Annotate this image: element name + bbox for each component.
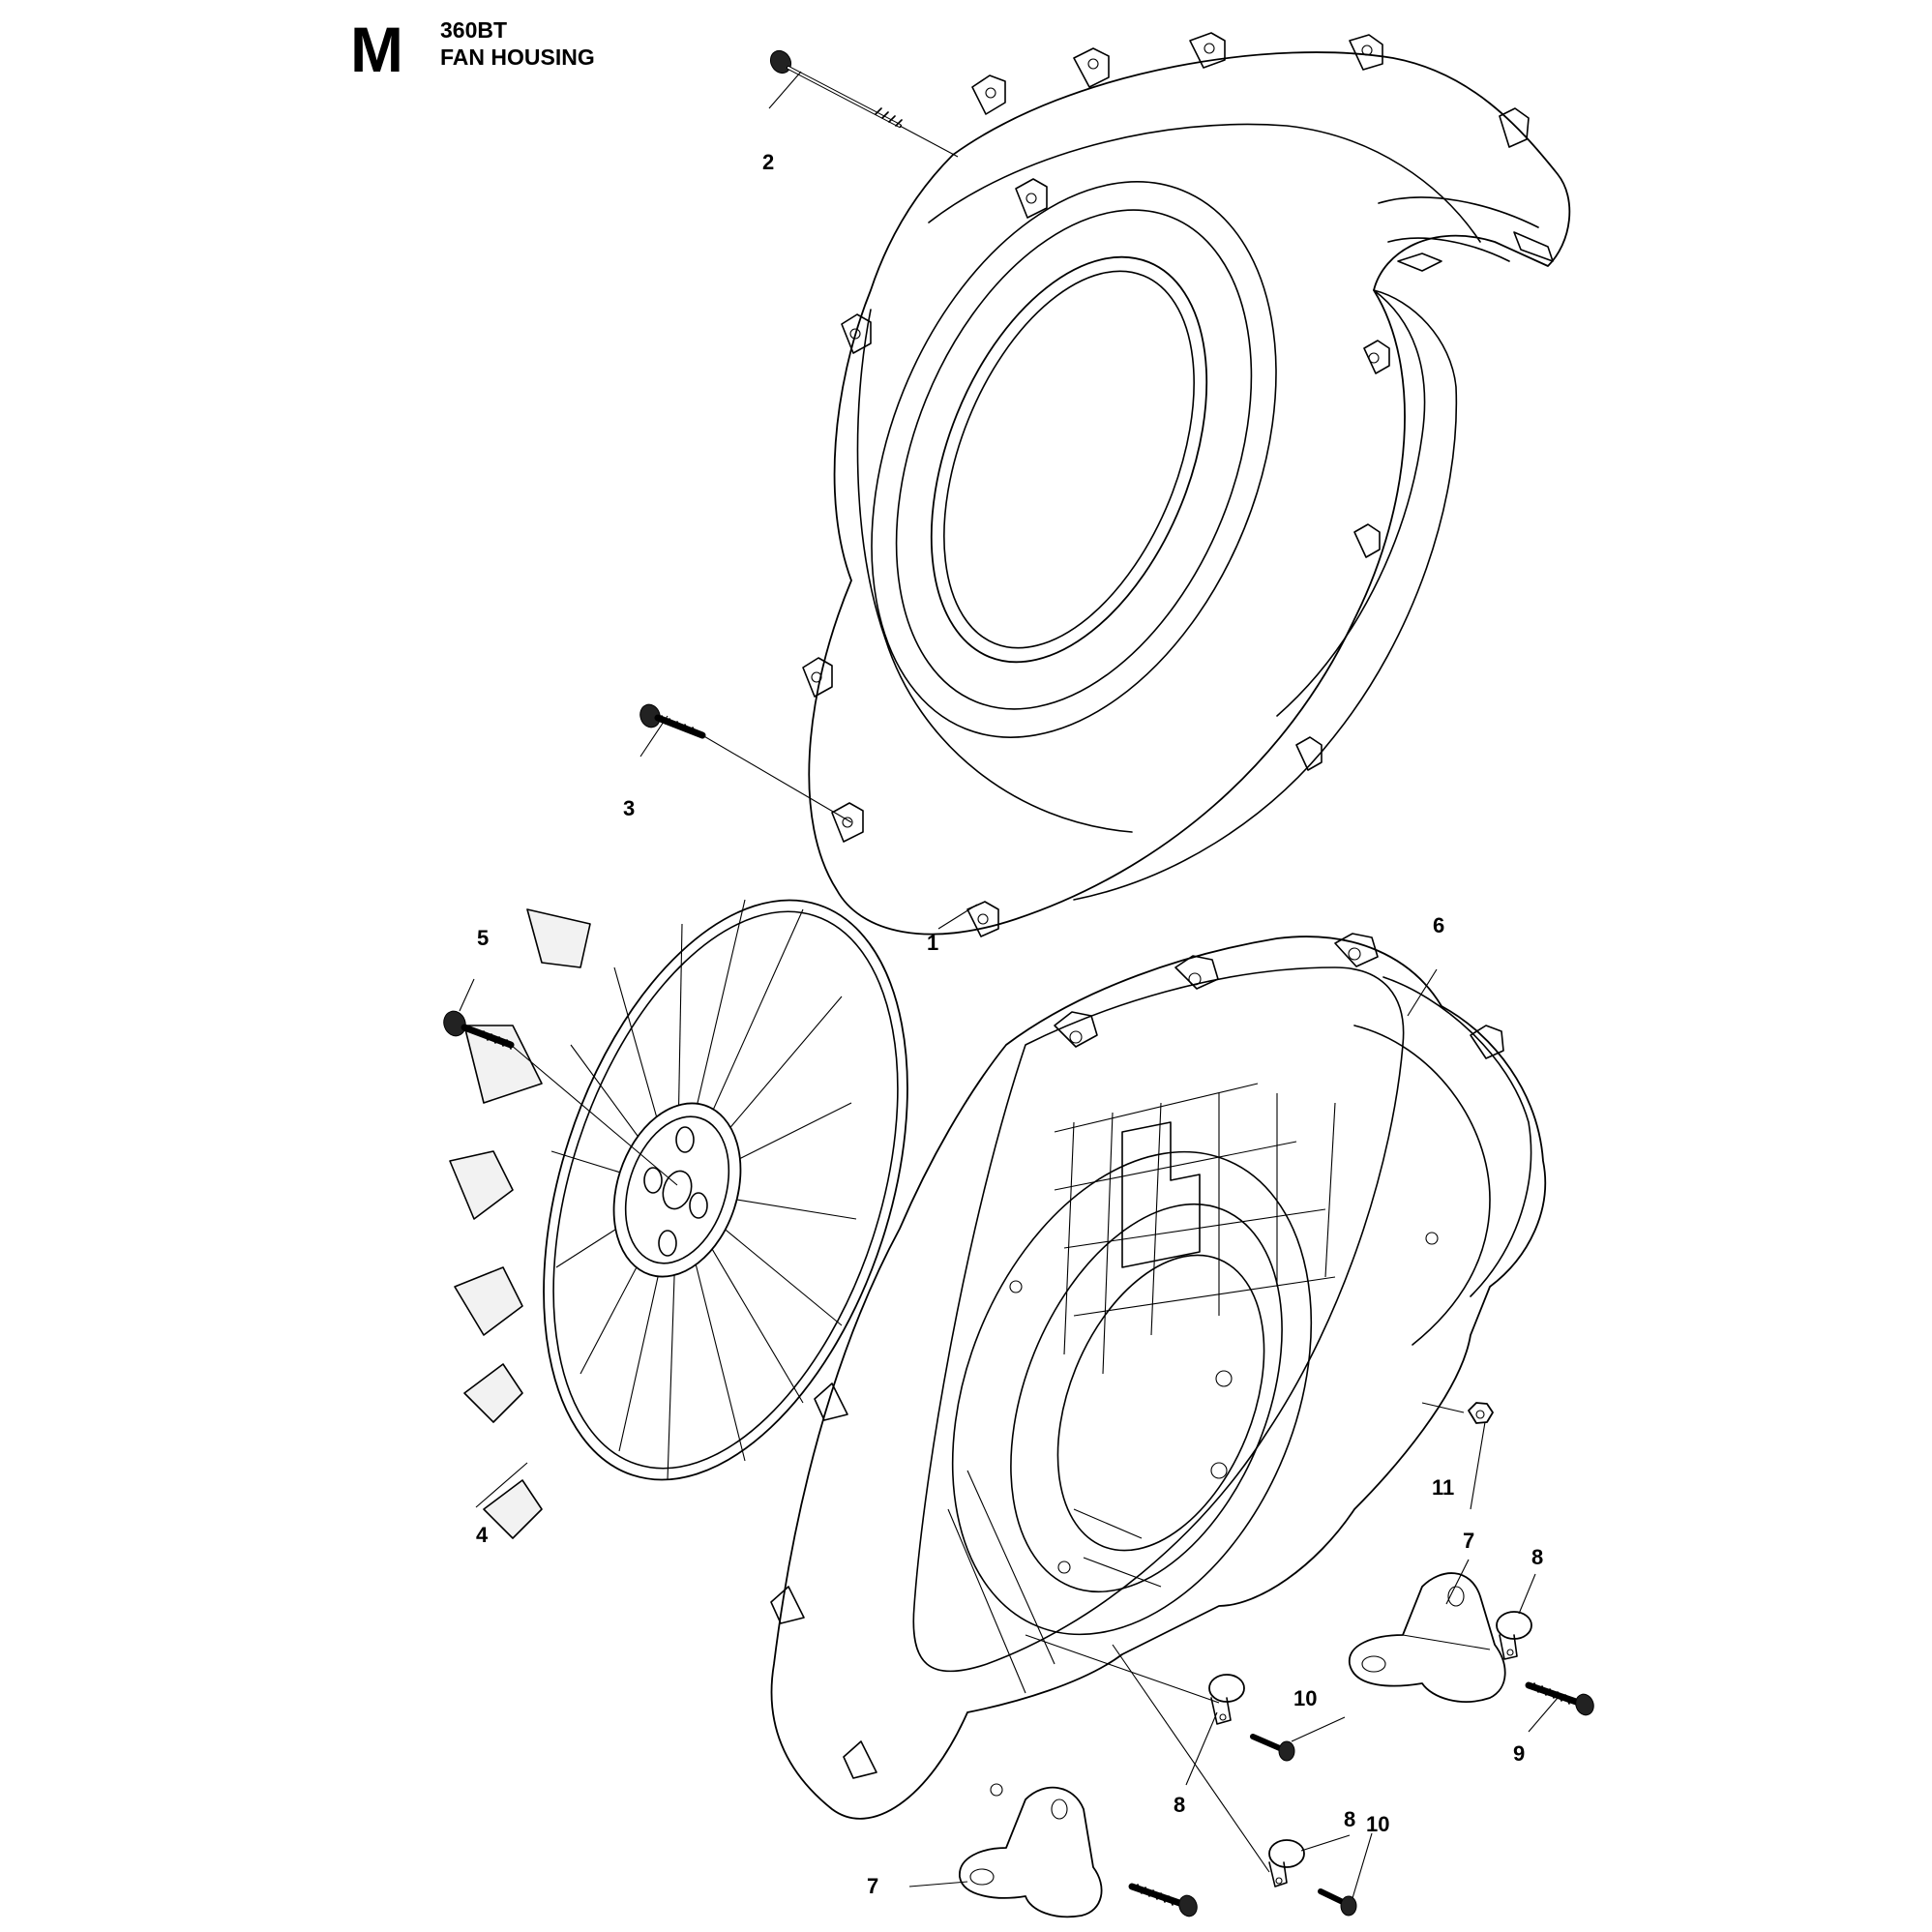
callout-5: 5 (477, 926, 489, 950)
callout-7-left: 7 (867, 1874, 878, 1898)
fan-housing-cover[interactable] (794, 32, 1571, 937)
clip-screw-upper[interactable] (1250, 1734, 1295, 1762)
foot-screw[interactable] (1525, 1681, 1596, 1717)
callout-7-right: 7 (1463, 1529, 1474, 1553)
foot-screw-left[interactable] (1128, 1883, 1200, 1918)
hose-clip-bottom[interactable] (1268, 1839, 1305, 1887)
impeller-screw[interactable] (440, 1008, 678, 1186)
callout-8-middle: 8 (1174, 1793, 1185, 1817)
short-screw[interactable] (637, 701, 852, 823)
callout-1: 1 (927, 931, 938, 955)
callout-4: 4 (476, 1523, 489, 1547)
housing-ribs (947, 1083, 1336, 1694)
hose-clip-right[interactable] (1496, 1611, 1532, 1660)
diagram-title: FAN HOUSING (440, 45, 595, 70)
callout-8-right: 8 (1531, 1545, 1543, 1569)
leader-lines (459, 71, 1559, 1899)
fan-impeller[interactable] (449, 854, 974, 1539)
section-letter: M (350, 14, 403, 85)
hose-clip-middle[interactable] (1208, 1674, 1245, 1725)
fan-housing-back[interactable] (770, 933, 1547, 1820)
callout-labels: 1 2 3 4 5 6 7 7 8 8 8 9 10 10 11 (476, 150, 1543, 1898)
callout-2: 2 (762, 150, 774, 174)
callout-10-upper: 10 (1293, 1686, 1317, 1710)
callout-9: 9 (1513, 1741, 1525, 1766)
model-number: 360BT (440, 17, 508, 43)
callout-8-bottom: 8 (1344, 1807, 1355, 1831)
callout-10-lower: 10 (1366, 1812, 1389, 1836)
housing-foot-right[interactable] (1349, 1572, 1506, 1703)
hex-nut[interactable] (1468, 1402, 1494, 1424)
housing-foot-left[interactable] (959, 1786, 1103, 1918)
callout-6: 6 (1433, 913, 1444, 937)
callout-11: 11 (1432, 1475, 1454, 1500)
clip-screw-lower[interactable] (1318, 1888, 1357, 1917)
callout-3: 3 (623, 796, 635, 820)
long-bolt[interactable] (766, 47, 959, 158)
